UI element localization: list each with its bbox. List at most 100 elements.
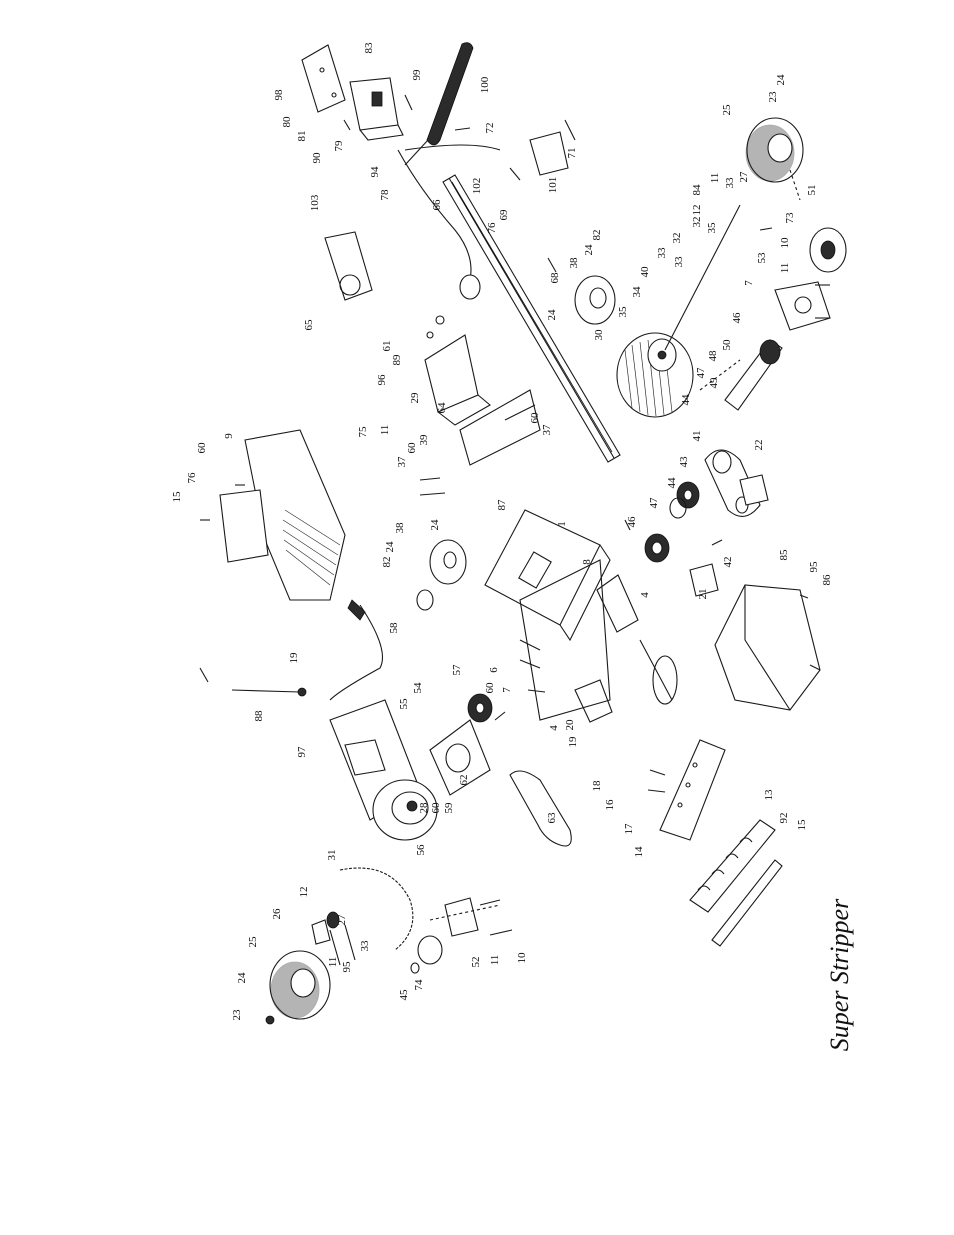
callout-c10b: 10: [516, 952, 528, 964]
callout-c26: 26: [271, 908, 283, 920]
callout-c62: 62: [458, 775, 470, 786]
callout-c20: 20: [564, 719, 576, 731]
callout-c80: 80: [281, 116, 293, 128]
callout-c58: 58: [388, 622, 400, 634]
callout-c60a: 60: [529, 412, 541, 424]
callout-c23a: 23: [767, 91, 779, 103]
callout-c22: 22: [753, 440, 765, 451]
callout-c99: 99: [411, 69, 423, 81]
belt-63: [509, 770, 572, 847]
callout-c47b: 47: [648, 497, 660, 509]
callout-c12b: 12: [298, 887, 310, 898]
cover-plate: [301, 44, 346, 113]
callout-c60e: 60: [430, 802, 442, 814]
callout-c14: 14: [633, 846, 645, 858]
gear-housing-9: [219, 429, 346, 601]
callout-c41: 41: [691, 431, 703, 442]
callout-c18: 18: [591, 780, 603, 792]
callout-c37a: 37: [541, 424, 553, 436]
callout-c9: 9: [223, 433, 235, 439]
callout-c100: 100: [479, 76, 491, 93]
fan-pulley-25-lower: [265, 950, 331, 1025]
callout-c38a: 38: [568, 257, 580, 269]
callout-c51: 51: [806, 185, 818, 196]
callout-c12a: 12: [691, 205, 703, 216]
callout-c47a: 47: [695, 367, 707, 379]
callout-c87: 87: [496, 499, 508, 511]
callout-c31: 31: [326, 850, 338, 861]
drawing-artwork: [199, 42, 847, 1025]
callout-c33d: 33: [359, 940, 371, 952]
callout-c11e: 11: [489, 955, 501, 966]
callout-c102: 102: [471, 178, 483, 195]
callout-c92: 92: [778, 813, 790, 824]
bracket-21: [689, 563, 719, 597]
callout-labels: 8399100988081907972719478101103102666976…: [171, 42, 833, 1021]
base-plate-1: [484, 509, 611, 642]
callout-c19b: 19: [567, 736, 579, 748]
callout-c28: 28: [418, 802, 430, 814]
callout-c95b: 95: [341, 961, 353, 973]
callout-c96: 96: [376, 374, 388, 386]
callout-c98: 98: [273, 89, 285, 101]
callout-c15b: 15: [796, 819, 808, 831]
callout-c35a: 35: [706, 222, 718, 234]
callout-c97: 97: [296, 746, 308, 758]
handle-grip: [404, 42, 474, 166]
fasteners: [200, 94, 830, 793]
callout-c33c: 33: [724, 177, 736, 189]
bracket-22: [739, 474, 769, 506]
callout-c83: 83: [363, 42, 375, 54]
bolt-cluster-lower: [311, 911, 356, 966]
callout-c6: 6: [488, 667, 500, 673]
pulley-74: [410, 897, 513, 974]
callout-c38b: 38: [394, 522, 406, 534]
callout-c56: 56: [415, 844, 427, 856]
callout-c25a: 25: [721, 104, 733, 116]
callout-c34: 34: [631, 286, 643, 298]
carriage-frame: [519, 559, 611, 721]
motor-plate-62: [429, 719, 491, 796]
callout-c33b: 33: [673, 256, 685, 268]
motor-housing-30: [616, 332, 694, 418]
callout-c24c: 24: [775, 74, 787, 86]
callout-c79: 79: [333, 140, 345, 152]
callout-c11d: 11: [327, 957, 339, 968]
callout-c94: 94: [369, 166, 381, 178]
callout-c95a: 95: [808, 561, 820, 573]
bracket-101: [529, 131, 569, 176]
callout-c82a: 82: [591, 230, 603, 241]
callout-c4b: 4: [548, 725, 560, 731]
pulley-10: [809, 227, 847, 273]
callout-c11c: 11: [379, 425, 391, 436]
callout-c29: 29: [409, 392, 421, 404]
assembly-lines: [429, 169, 801, 921]
callout-c90: 90: [311, 152, 323, 164]
callout-c24d: 24: [429, 519, 441, 531]
callout-c52: 52: [470, 957, 482, 968]
frame-tube: [442, 174, 621, 463]
callout-c89: 89: [391, 354, 403, 366]
callout-c32a: 32: [671, 233, 683, 244]
callout-c73: 73: [784, 212, 796, 224]
callout-c72: 72: [484, 123, 496, 134]
callout-c49: 49: [708, 377, 720, 389]
callout-c33a: 33: [656, 247, 668, 259]
callout-c59: 59: [443, 802, 455, 814]
callout-c103: 103: [309, 194, 321, 211]
pulley-57: [467, 693, 493, 723]
callout-c27b: 27: [336, 914, 348, 926]
callout-c48: 48: [707, 350, 719, 362]
callout-c57: 57: [451, 664, 463, 676]
diagram-title: Super Stripper: [825, 898, 854, 1051]
callout-c40: 40: [639, 266, 651, 278]
callout-c46a: 46: [731, 312, 743, 324]
callout-c10a: 10: [779, 237, 791, 249]
diagram-title-box: Super Stripper: [825, 898, 854, 1051]
callout-c63: 63: [546, 812, 558, 824]
callout-c82b: 82: [381, 557, 393, 568]
callout-c7a: 7: [743, 280, 755, 286]
callout-c4a: 4: [639, 592, 651, 598]
callout-c37b: 37: [396, 456, 408, 468]
